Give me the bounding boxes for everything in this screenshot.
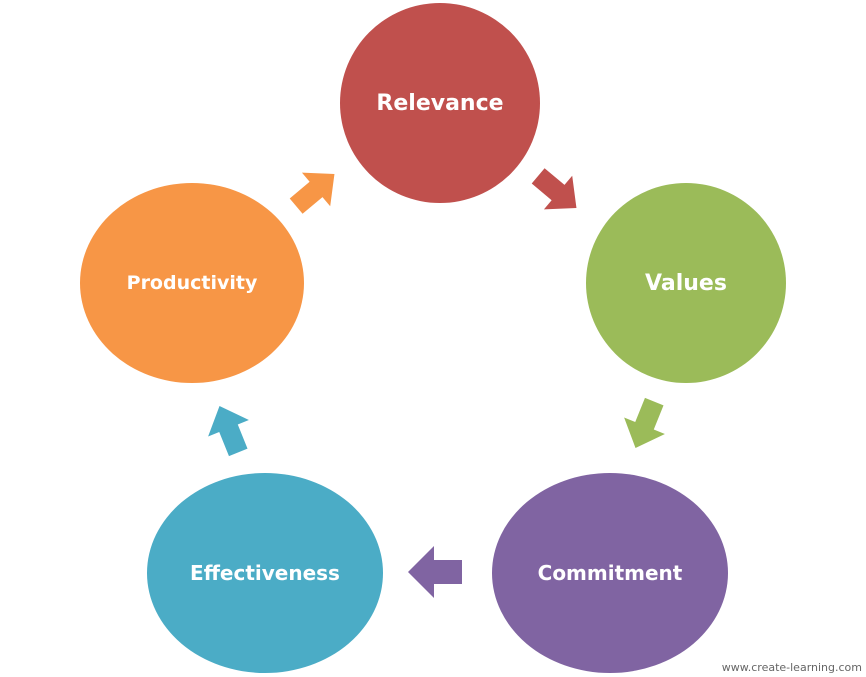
arrow-shape (289, 172, 335, 214)
node-effectiveness: Effectiveness (147, 473, 383, 673)
node-effectiveness-label: Effectiveness (190, 561, 340, 585)
node-relevance: Relevance (340, 3, 540, 203)
arrow-shape (408, 546, 462, 598)
arrow-values-to-commitment (624, 397, 665, 448)
arrow-shape (208, 406, 249, 457)
node-relevance-circle (340, 3, 540, 203)
node-commitment-circle (492, 473, 728, 673)
node-values-circle (586, 183, 786, 383)
node-productivity-circle (80, 183, 304, 383)
node-relevance-label: Relevance (376, 91, 503, 116)
node-commitment-label: Commitment (538, 561, 683, 585)
node-commitment: Commitment (492, 473, 728, 673)
node-values-label: Values (645, 271, 727, 296)
node-productivity: Productivity (80, 183, 304, 383)
arrow-shape (624, 397, 665, 448)
arrow-productivity-to-relevance (289, 172, 335, 214)
node-productivity-label: Productivity (127, 272, 258, 294)
node-values: Values (586, 183, 786, 383)
watermark-text: www.create-learning.com (721, 661, 862, 674)
node-effectiveness-circle (147, 473, 383, 673)
arrow-shape (531, 168, 577, 210)
arrow-commitment-to-effectiveness (408, 546, 462, 598)
arrow-relevance-to-values (531, 168, 577, 210)
arrow-effectiveness-to-productivity (208, 406, 249, 457)
